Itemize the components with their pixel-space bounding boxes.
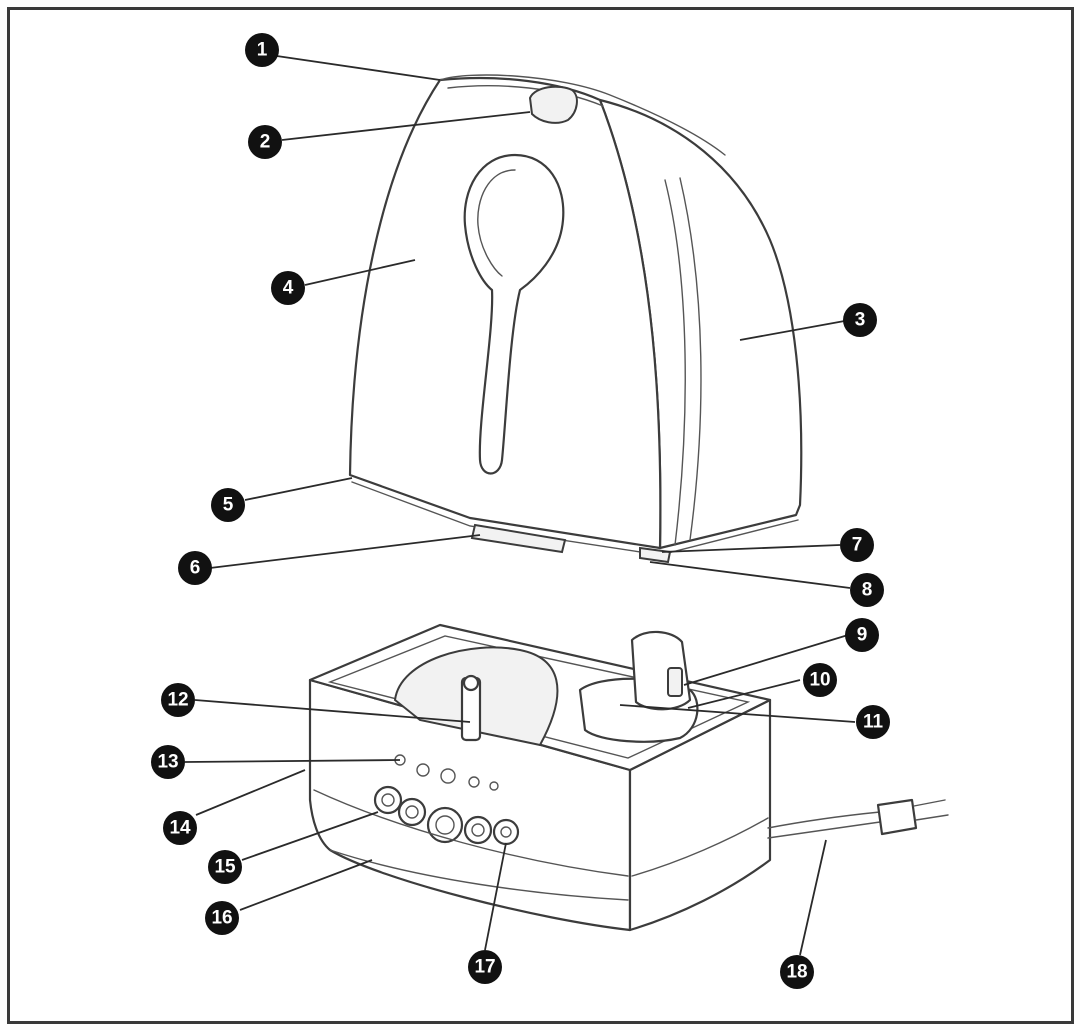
callout-5: 5 [211, 488, 245, 522]
callout-label: 7 [852, 535, 863, 556]
callout-label: 8 [862, 580, 873, 601]
callout-label: 9 [857, 625, 868, 646]
callout-label: 2 [260, 132, 271, 153]
callout-label: 1 [257, 40, 268, 61]
control-button-4 [463, 815, 493, 845]
callout-label: 17 [474, 957, 495, 978]
control-button-5 [492, 818, 520, 846]
diagram-frame [7, 7, 1074, 1024]
callout-6: 6 [178, 551, 212, 585]
callout-10: 10 [803, 663, 837, 697]
callout-label: 5 [223, 495, 234, 516]
control-button-1 [373, 785, 403, 815]
callout-label: 3 [855, 310, 866, 331]
callout-label: 14 [169, 818, 191, 839]
callout-label: 11 [863, 712, 884, 733]
power-plug [876, 798, 918, 836]
callout-13: 13 [151, 745, 185, 779]
callout-label: 15 [214, 857, 236, 878]
callout-17: 17 [468, 950, 502, 984]
callout-label: 6 [190, 558, 201, 579]
control-button-2 [397, 797, 427, 827]
callout-3: 3 [843, 303, 877, 337]
callout-2: 2 [248, 125, 282, 159]
lid-foot [639, 546, 672, 564]
callout-label: 4 [283, 278, 294, 299]
lid [348, 74, 803, 564]
base-unit [308, 623, 949, 932]
leader-lines [184, 54, 856, 956]
release-button [528, 85, 578, 124]
callout-18: 18 [780, 955, 814, 989]
callout-1: 1 [245, 33, 279, 67]
callout-7: 7 [840, 528, 874, 562]
callout-4: 4 [271, 271, 305, 305]
callout-label: 13 [157, 752, 178, 773]
control-button-main [426, 806, 464, 844]
spoon [463, 153, 565, 475]
callout-label: 18 [786, 962, 807, 983]
callout-11: 11 [856, 705, 890, 739]
base-side [628, 698, 772, 932]
lid-latch [470, 523, 567, 554]
power-cord [767, 811, 881, 829]
callout-12: 12 [161, 683, 195, 717]
callout-15: 15 [208, 850, 242, 884]
callout-8: 8 [850, 573, 884, 607]
callout-label: 16 [211, 908, 232, 929]
callout-9: 9 [845, 618, 879, 652]
callout-14: 14 [163, 811, 197, 845]
callout-label: 10 [809, 670, 830, 691]
callout-label: 12 [167, 690, 188, 711]
callout-16: 16 [205, 901, 239, 935]
